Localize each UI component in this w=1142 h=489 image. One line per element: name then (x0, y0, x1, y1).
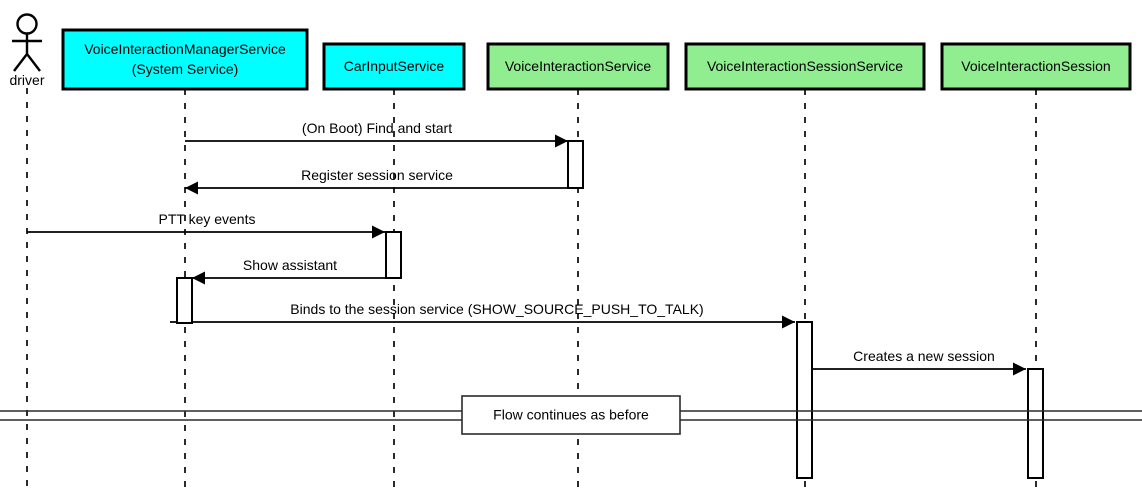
message-m1: (On Boot) Find and start (185, 120, 568, 148)
actor-leg-left (13, 53, 28, 72)
participant-box-vis[interactable] (486, 42, 670, 91)
participant-vis[interactable]: VoiceInteractionService (486, 42, 670, 91)
participant-box-vims[interactable] (61, 28, 309, 91)
participant-box-carinput[interactable] (322, 42, 466, 91)
activation-bar-vsession (1027, 368, 1044, 479)
message-m2: Register session service (185, 167, 568, 195)
message-m3: PTT key events (27, 211, 385, 239)
activation-bar-carinput (385, 231, 402, 279)
participant-vsession[interactable]: VoiceInteractionSession (940, 42, 1132, 91)
actor-driver: driver (9, 13, 45, 88)
message-arrowhead-m1 (555, 134, 568, 148)
message-label-m3: PTT key events (158, 211, 255, 227)
participant-label-carinput: CarInputService (344, 58, 445, 74)
flow-divider: Flow continues as before (0, 395, 1142, 435)
activations-layer (176, 140, 1044, 479)
participant-vims[interactable]: VoiceInteractionManagerService (System Se… (61, 28, 309, 91)
participant-label-vims: VoiceInteractionManagerService (84, 41, 286, 57)
message-arrowhead-m5 (782, 315, 795, 329)
participant-headers-layer: VoiceInteractionManagerService (System Se… (61, 28, 1132, 91)
message-arrowhead-m2 (185, 181, 198, 195)
divider-layer: Flow continues as before (0, 395, 1142, 435)
message-m6: Creates a new session (812, 348, 1026, 376)
message-m5: Binds to the session service (SHOW_SOURC… (170, 301, 795, 329)
message-label-m1: (On Boot) Find and start (302, 120, 452, 136)
participant-sublabel-vims: (System Service) (132, 61, 239, 77)
divider-box (461, 395, 681, 435)
activation-bar-vims (176, 277, 193, 324)
message-label-m5: Binds to the session service (SHOW_SOURC… (290, 301, 703, 317)
actor-layer: driver (9, 13, 45, 88)
message-m4: Show assistant (192, 257, 385, 285)
participant-box-vsession[interactable] (940, 42, 1132, 91)
participant-label-vis: VoiceInteractionService (505, 58, 652, 74)
message-arrowhead-m6 (1013, 362, 1026, 376)
activation-bar-vis (567, 140, 584, 189)
participant-carinput[interactable]: CarInputService (322, 42, 466, 91)
message-label-m6: Creates a new session (853, 348, 995, 364)
message-arrowhead-m3 (372, 225, 385, 239)
participant-viss[interactable]: VoiceInteractionSessionService (684, 42, 926, 91)
actor-head-icon (16, 13, 38, 35)
participant-label-viss: VoiceInteractionSessionService (707, 58, 903, 74)
message-label-m2: Register session service (301, 167, 453, 183)
participant-label-vsession: VoiceInteractionSession (961, 58, 1110, 74)
participant-box-viss[interactable] (684, 42, 926, 91)
message-arrowhead-m4 (192, 271, 205, 285)
actor-label-driver: driver (9, 72, 44, 88)
actor-leg-right (26, 53, 41, 72)
activation-bar-viss (796, 321, 813, 479)
message-label-m4: Show assistant (243, 257, 337, 273)
divider-label: Flow continues as before (493, 407, 649, 423)
